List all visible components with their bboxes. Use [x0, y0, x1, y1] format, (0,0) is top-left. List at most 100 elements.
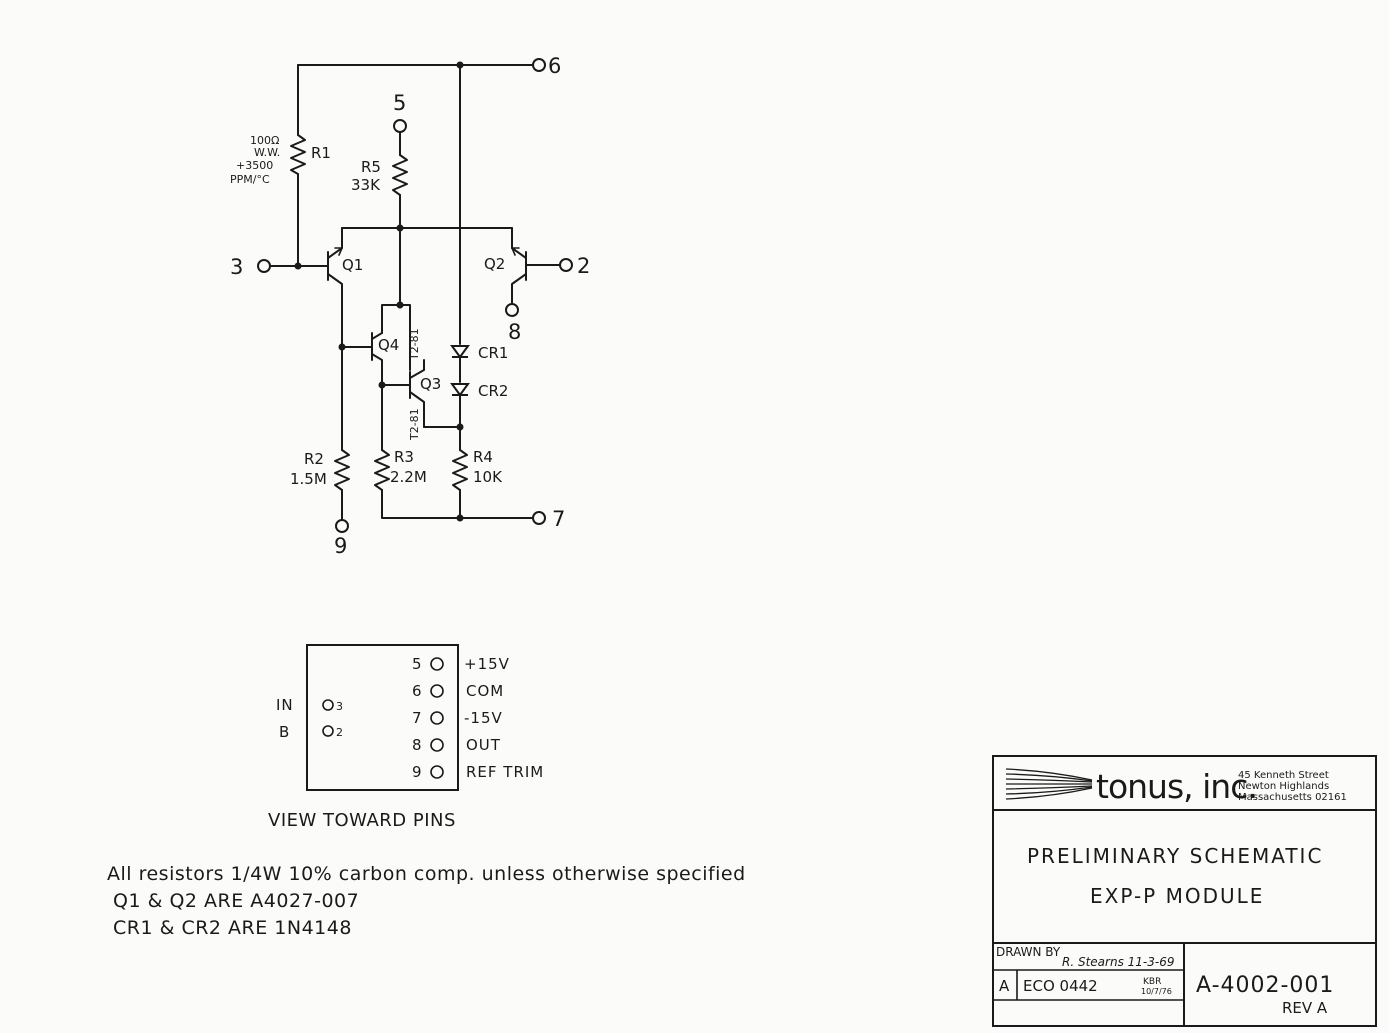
drawing-number: A-4002-001 — [1196, 973, 1334, 998]
pin-label-6: 6 — [548, 54, 561, 78]
pin-view-right-label-+15v: +15V — [464, 655, 510, 673]
q4-ref: Q4 — [378, 336, 399, 354]
company-logo-lines — [1005, 768, 1093, 800]
cr1-ref: CR1 — [478, 344, 508, 362]
wire-r3-bottom — [381, 489, 461, 519]
terminal-2 — [559, 258, 573, 272]
company-address-1: 45 Kenneth Street — [1238, 770, 1329, 781]
company-name: tonus, inc. — [1096, 767, 1257, 806]
pin-hole-8 — [430, 738, 444, 752]
r1-desc-1: 100Ω — [250, 134, 279, 147]
logo-line — [1005, 773, 1093, 782]
terminal-8 — [505, 303, 519, 317]
company-address-2: Newton Highlands — [1238, 781, 1329, 792]
r4-ref: R4 — [473, 448, 493, 466]
company-address-3: Massachusetts 02161 — [1238, 792, 1347, 803]
q3-part: T2-81 — [408, 408, 421, 441]
pin-label-3: 3 — [230, 255, 243, 279]
pin-hole-5 — [430, 657, 444, 671]
drawing-title-line2: EXP-P MODULE — [1090, 884, 1264, 908]
note-resistors: All resistors 1/4W 10% carbon comp. unle… — [107, 863, 746, 885]
drawn-by-label: DRAWN BY — [996, 945, 1061, 959]
q4-emitter — [371, 332, 383, 340]
q1-ref: Q1 — [342, 256, 363, 274]
r1-desc-3: +3500 — [236, 159, 273, 172]
pin-view-right-label--15v: -15V — [464, 709, 503, 727]
logo-line — [1005, 785, 1093, 790]
pin-view-right-pin-8: 8 — [412, 736, 423, 754]
pin-view: IN B 3 2 5 6 7 8 9 +15V COM -15V OUT REF… — [268, 644, 544, 831]
pin-hole-9 — [430, 765, 444, 779]
diode-cr2 — [450, 383, 470, 397]
junction-dot — [338, 343, 346, 351]
diodes — [450, 345, 470, 397]
pin-view-right-label-ref-trim: REF TRIM — [466, 763, 544, 781]
junction-dot — [294, 262, 302, 270]
junction-dot — [378, 381, 386, 389]
pin-hole-3 — [322, 699, 334, 711]
junction-dot — [456, 423, 464, 431]
pin-label-9: 9 — [334, 534, 347, 558]
wire-r4-bottom — [459, 489, 534, 519]
junction-dot — [456, 514, 464, 522]
terminal-5 — [393, 119, 407, 133]
pin-view-right-pin-9: 9 — [412, 763, 423, 781]
eco-initials: KBR — [1143, 977, 1161, 987]
q2-emitter-arrow — [511, 247, 520, 256]
r1-desc-4: PPM/°C — [230, 173, 270, 186]
q3-ref: Q3 — [420, 375, 441, 393]
q3-top — [409, 359, 425, 379]
junction-dot — [396, 224, 404, 232]
pin-label-2: 2 — [577, 254, 590, 278]
logo-line — [1005, 768, 1093, 781]
pin-hole-7 — [430, 711, 444, 725]
rev-letter: A — [999, 977, 1010, 995]
r5-ref: R5 — [361, 158, 381, 176]
terminal-3 — [257, 259, 271, 273]
terminals — [257, 58, 573, 533]
q2-ref: Q2 — [484, 255, 505, 273]
wire-q4-emitter — [381, 304, 401, 334]
revision-label: REV A — [1282, 999, 1328, 1017]
pin-view-box — [306, 644, 459, 791]
q2-collector — [511, 273, 527, 305]
pin-view-right-label-out: OUT — [466, 736, 501, 754]
pin-hole-2 — [322, 725, 334, 737]
q4-collector — [371, 353, 383, 386]
r1-desc-2: W.W. — [254, 146, 280, 159]
drawing-title-line1: PRELIMINARY SCHEMATIC — [1027, 844, 1323, 868]
circuit — [269, 64, 561, 521]
note-cr1-cr2: CR1 & CR2 ARE 1N4148 — [113, 917, 352, 939]
r3-value: 2.2M — [390, 468, 427, 486]
note-q1-q2: Q1 & Q2 ARE A4027-007 — [113, 890, 359, 912]
r1-ref: R1 — [311, 144, 331, 162]
resistor-r4 — [452, 449, 468, 491]
junctions — [294, 61, 464, 522]
r2-value: 1.5M — [290, 470, 327, 488]
pin-view-left-pin-3: 3 — [336, 700, 343, 713]
r4-value: 10K — [473, 468, 503, 486]
q1-emitter — [327, 247, 343, 259]
r3-ref: R3 — [394, 448, 414, 466]
pin-label-5: 5 — [393, 91, 406, 115]
pin-label-7: 7 — [552, 507, 565, 531]
q1-emitter-arrow — [334, 247, 343, 256]
q1-collector — [327, 273, 343, 348]
q2-emitter — [511, 247, 527, 259]
pin-view-left-label-b: B — [279, 723, 290, 741]
notes: All resistors 1/4W 10% carbon comp. unle… — [107, 863, 746, 939]
pin-view-right-pin-7: 7 — [412, 709, 423, 727]
terminal-9 — [335, 519, 349, 533]
pin-view-caption: VIEW TOWARD PINS — [268, 810, 456, 831]
terminal-6 — [532, 58, 546, 72]
logo-line — [1005, 787, 1093, 800]
resistor-r5 — [392, 154, 408, 196]
pin-view-right-pin-5: 5 — [412, 655, 423, 673]
pin-view-left-pin-2: 2 — [336, 726, 343, 739]
eco-date: 10/7/76 — [1141, 987, 1172, 996]
pin-label-8: 8 — [508, 320, 521, 344]
junction-dot — [396, 301, 404, 309]
logo-line — [1005, 786, 1093, 795]
pin-view-left-label-in: IN — [276, 696, 294, 714]
